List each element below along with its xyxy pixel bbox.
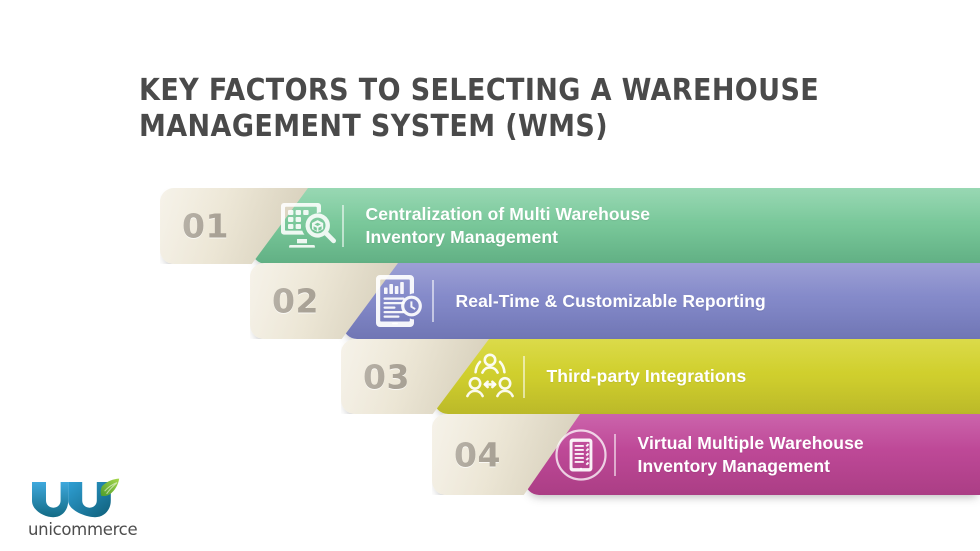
factor-row-4: 04 (0, 414, 980, 495)
factor-row-3: 03 (0, 339, 980, 414)
people-network-icon (459, 350, 521, 404)
factor-content-3: Third-party Integrations (459, 339, 746, 414)
content-divider-1 (342, 205, 344, 247)
factor-content-2: Real-Time & Customizable Reporting (368, 263, 766, 339)
factor-label-4-line-2: Inventory Management (637, 455, 831, 476)
factor-row-1: 01 (0, 188, 980, 264)
factor-label-4-line-1: Virtual Multiple Warehouse (637, 432, 864, 453)
circled-tablet-list-icon (550, 428, 612, 482)
factor-label-1: Centralization of Multi Warehouse Invent… (366, 203, 651, 249)
page-title: KEY FACTORS TO SELECTING A WAREHOUSE MAN… (139, 73, 899, 145)
factor-bar-4 (525, 414, 980, 495)
factor-label-2-line-1: Real-Time & Customizable Reporting (455, 290, 766, 311)
factor-label-2: Real-Time & Customizable Reporting (456, 290, 766, 313)
monitor-magnifier-box-icon (278, 199, 340, 253)
factor-number-3: 03 (363, 357, 410, 396)
factor-row-2: 02 (0, 263, 980, 339)
content-divider-3 (523, 355, 525, 398)
factor-number-1: 01 (182, 206, 229, 246)
factor-label-3: Third-party Integrations (547, 365, 747, 388)
factor-number-4: 04 (454, 435, 501, 474)
factor-bar-1 (252, 188, 980, 264)
mobile-bar-chart-clock-icon (368, 274, 430, 328)
content-divider-4 (614, 433, 616, 476)
factor-label-4: Virtual Multiple Warehouse Inventory Man… (638, 432, 864, 478)
unicommerce-logo: unicommerce (26, 478, 156, 540)
page-title-line-1: KEY FACTORS TO SELECTING A WAREHOUSE (139, 73, 820, 109)
factor-content-4: Virtual Multiple Warehouse Inventory Man… (550, 414, 864, 495)
content-divider-2 (432, 280, 434, 322)
factor-label-3-line-1: Third-party Integrations (546, 366, 747, 386)
factor-number-2: 02 (272, 281, 319, 321)
unicommerce-logo-mark (32, 478, 120, 518)
factor-bar-3 (434, 339, 980, 414)
factor-bar-2 (343, 263, 980, 339)
factor-content-1: Centralization of Multi Warehouse Invent… (278, 188, 650, 264)
factor-label-1-line-2: Inventory Management (365, 227, 559, 247)
page-title-line-2: MANAGEMENT SYSTEM (WMS) (139, 109, 608, 145)
factor-label-1-line-1: Centralization of Multi Warehouse (365, 204, 651, 224)
unicommerce-wordmark: unicommerce (28, 520, 138, 539)
